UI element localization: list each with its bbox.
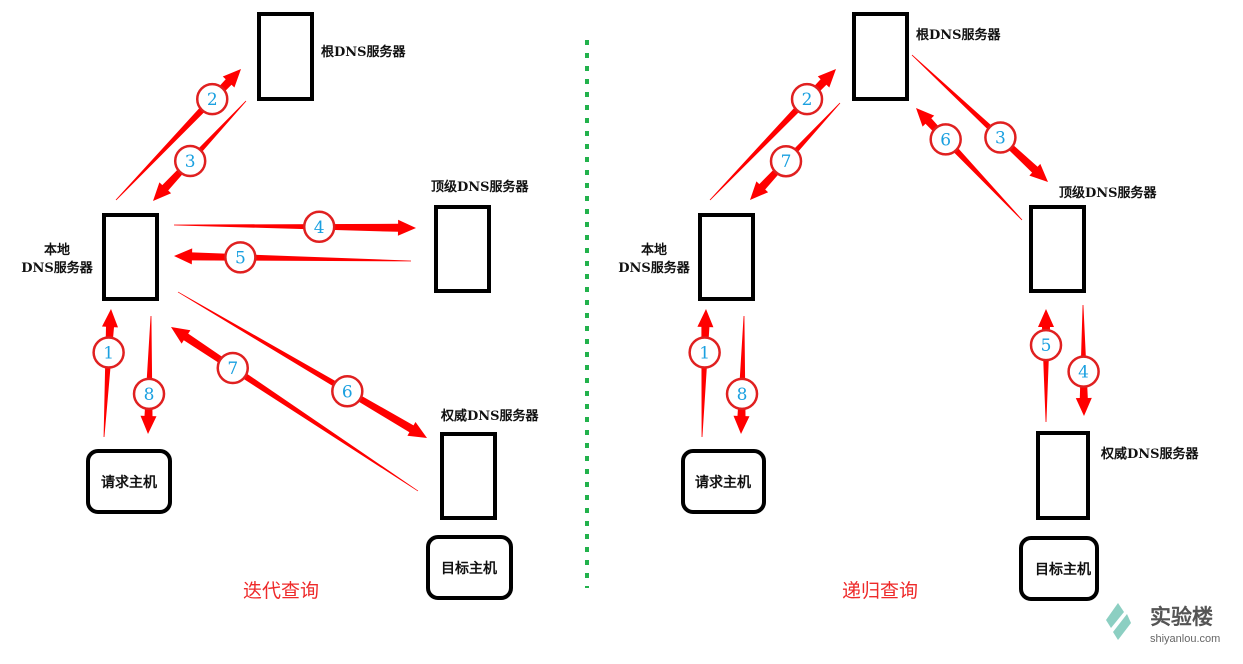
- step-badge-ring: [216, 351, 249, 385]
- step-badge-8: 8: [725, 377, 759, 411]
- step-badge-ring: [769, 144, 803, 178]
- step-badge-6: 6: [331, 375, 364, 408]
- step-badge-ring: [224, 241, 257, 274]
- step-badge-ring: [132, 377, 166, 411]
- step-badge-4: 4: [1067, 355, 1100, 388]
- arrow-step-5: [174, 248, 411, 265]
- client-host-box: [86, 449, 172, 514]
- client-host-box: [681, 449, 766, 514]
- tld-dns-server-box: [434, 205, 491, 293]
- tld-dns-server-label: 顶级DNS服务器: [431, 179, 530, 195]
- client-host-label: 请求主机: [101, 474, 157, 491]
- step-badge-7: 7: [216, 351, 249, 385]
- recursive-panel: 根DNS服务器 本地 DNS服务器 顶级DNS服务器 权威DNS服务器 请求主机…: [618, 12, 1200, 602]
- step-badge-6: 6: [929, 123, 962, 156]
- step-number: 6: [342, 382, 353, 402]
- auth-dns-server-label: 权威DNS服务器: [1100, 446, 1200, 462]
- step-badge-1: 1: [688, 336, 721, 369]
- step-number: 5: [1041, 336, 1052, 356]
- recursive-query-title: 递归查询: [842, 580, 918, 602]
- step-number: 3: [995, 129, 1006, 149]
- step-number: 1: [103, 344, 114, 364]
- step-badge-ring: [1067, 355, 1100, 388]
- step-number: 4: [1078, 363, 1089, 383]
- target-host-box: [426, 535, 513, 600]
- target-host-label: 目标主机: [1035, 561, 1091, 578]
- step-number: 8: [737, 385, 748, 405]
- tld-dns-server-box: [1029, 205, 1086, 293]
- step-badge-3: 3: [984, 121, 1017, 154]
- local-dns-server-box: [698, 213, 755, 301]
- step-badge-2: 2: [790, 82, 824, 116]
- step-badge-ring: [790, 82, 824, 116]
- iterative-arrows: 1 2 3 4 5 6 7 8: [92, 69, 427, 492]
- arrow-step-1: [697, 309, 714, 437]
- step-number: 7: [227, 359, 238, 379]
- step-badge-ring: [331, 375, 364, 408]
- root-dns-server-label: 根DNS服务器: [321, 44, 407, 60]
- step-number: 2: [802, 90, 813, 110]
- step-badge-1: 1: [92, 336, 125, 369]
- step-badge-ring: [1029, 328, 1063, 362]
- step-number: 2: [207, 90, 218, 110]
- local-dns-server-label-line2: DNS服务器: [21, 260, 94, 276]
- logo-name: 实验楼: [1150, 605, 1213, 629]
- auth-dns-server-label: 权威DNS服务器: [440, 408, 540, 424]
- step-badge-4: 4: [302, 210, 336, 244]
- arrow-step-4: [174, 219, 416, 236]
- root-dns-server-box: [257, 12, 314, 101]
- local-dns-server-label-line1: 本地: [44, 242, 70, 258]
- step-badge-8: 8: [132, 377, 166, 411]
- step-badge-ring: [173, 144, 207, 178]
- arrow-step-5: [1038, 309, 1054, 422]
- step-number: 5: [235, 248, 246, 268]
- step-number: 4: [314, 218, 325, 238]
- shiyanlou-watermark: 实验楼 shiyanlou.com: [1106, 603, 1220, 645]
- tld-dns-server-label: 顶级DNS服务器: [1059, 185, 1158, 201]
- step-badge-ring: [725, 377, 759, 411]
- arrow-step-6: [177, 291, 427, 438]
- step-badge-3: 3: [173, 144, 207, 178]
- step-number: 3: [185, 152, 196, 172]
- step-badge-2: 2: [196, 82, 229, 116]
- step-number: 8: [144, 385, 155, 405]
- local-dns-server-label-line2: DNS服务器: [618, 260, 691, 276]
- step-badge-7: 7: [769, 144, 803, 178]
- logo-domain: shiyanlou.com: [1150, 633, 1220, 645]
- local-dns-server-box: [102, 213, 159, 301]
- step-badge-5: 5: [1029, 328, 1063, 362]
- step-badge-ring: [92, 336, 125, 369]
- arrow-step-3: [911, 54, 1048, 183]
- step-badge-ring: [302, 210, 336, 244]
- step-badge-5: 5: [224, 241, 257, 274]
- iterative-panel: 根DNS服务器 本地 DNS服务器 顶级DNS服务器 权威DNS服务器 请求主机…: [21, 12, 540, 602]
- target-host-label: 目标主机: [441, 560, 497, 577]
- step-number: 7: [781, 152, 792, 172]
- iterative-query-title: 迭代查询: [243, 580, 319, 602]
- root-dns-server-box: [852, 12, 909, 101]
- auth-dns-server-box: [440, 432, 497, 520]
- recursive-arrows: 1 2 3 4 5 6 7 8: [688, 54, 1100, 437]
- step-badge-ring: [196, 82, 229, 116]
- step-number: 1: [699, 344, 710, 364]
- logo-mark-icon-lower: [1113, 614, 1131, 640]
- auth-dns-server-box: [1036, 431, 1090, 520]
- step-badge-ring: [984, 121, 1017, 154]
- root-dns-server-label: 根DNS服务器: [916, 27, 1002, 43]
- client-host-label: 请求主机: [695, 474, 751, 491]
- step-number: 6: [940, 130, 951, 150]
- logo-mark-icon: [1106, 603, 1124, 628]
- target-host-box: [1019, 536, 1099, 601]
- arrow-step-1: [102, 309, 118, 437]
- step-badge-ring: [929, 123, 962, 156]
- arrow-step-8: [140, 316, 157, 434]
- local-dns-server-label-line1: 本地: [641, 242, 667, 258]
- arrow-step-8: [733, 316, 750, 434]
- step-badge-ring: [688, 336, 721, 369]
